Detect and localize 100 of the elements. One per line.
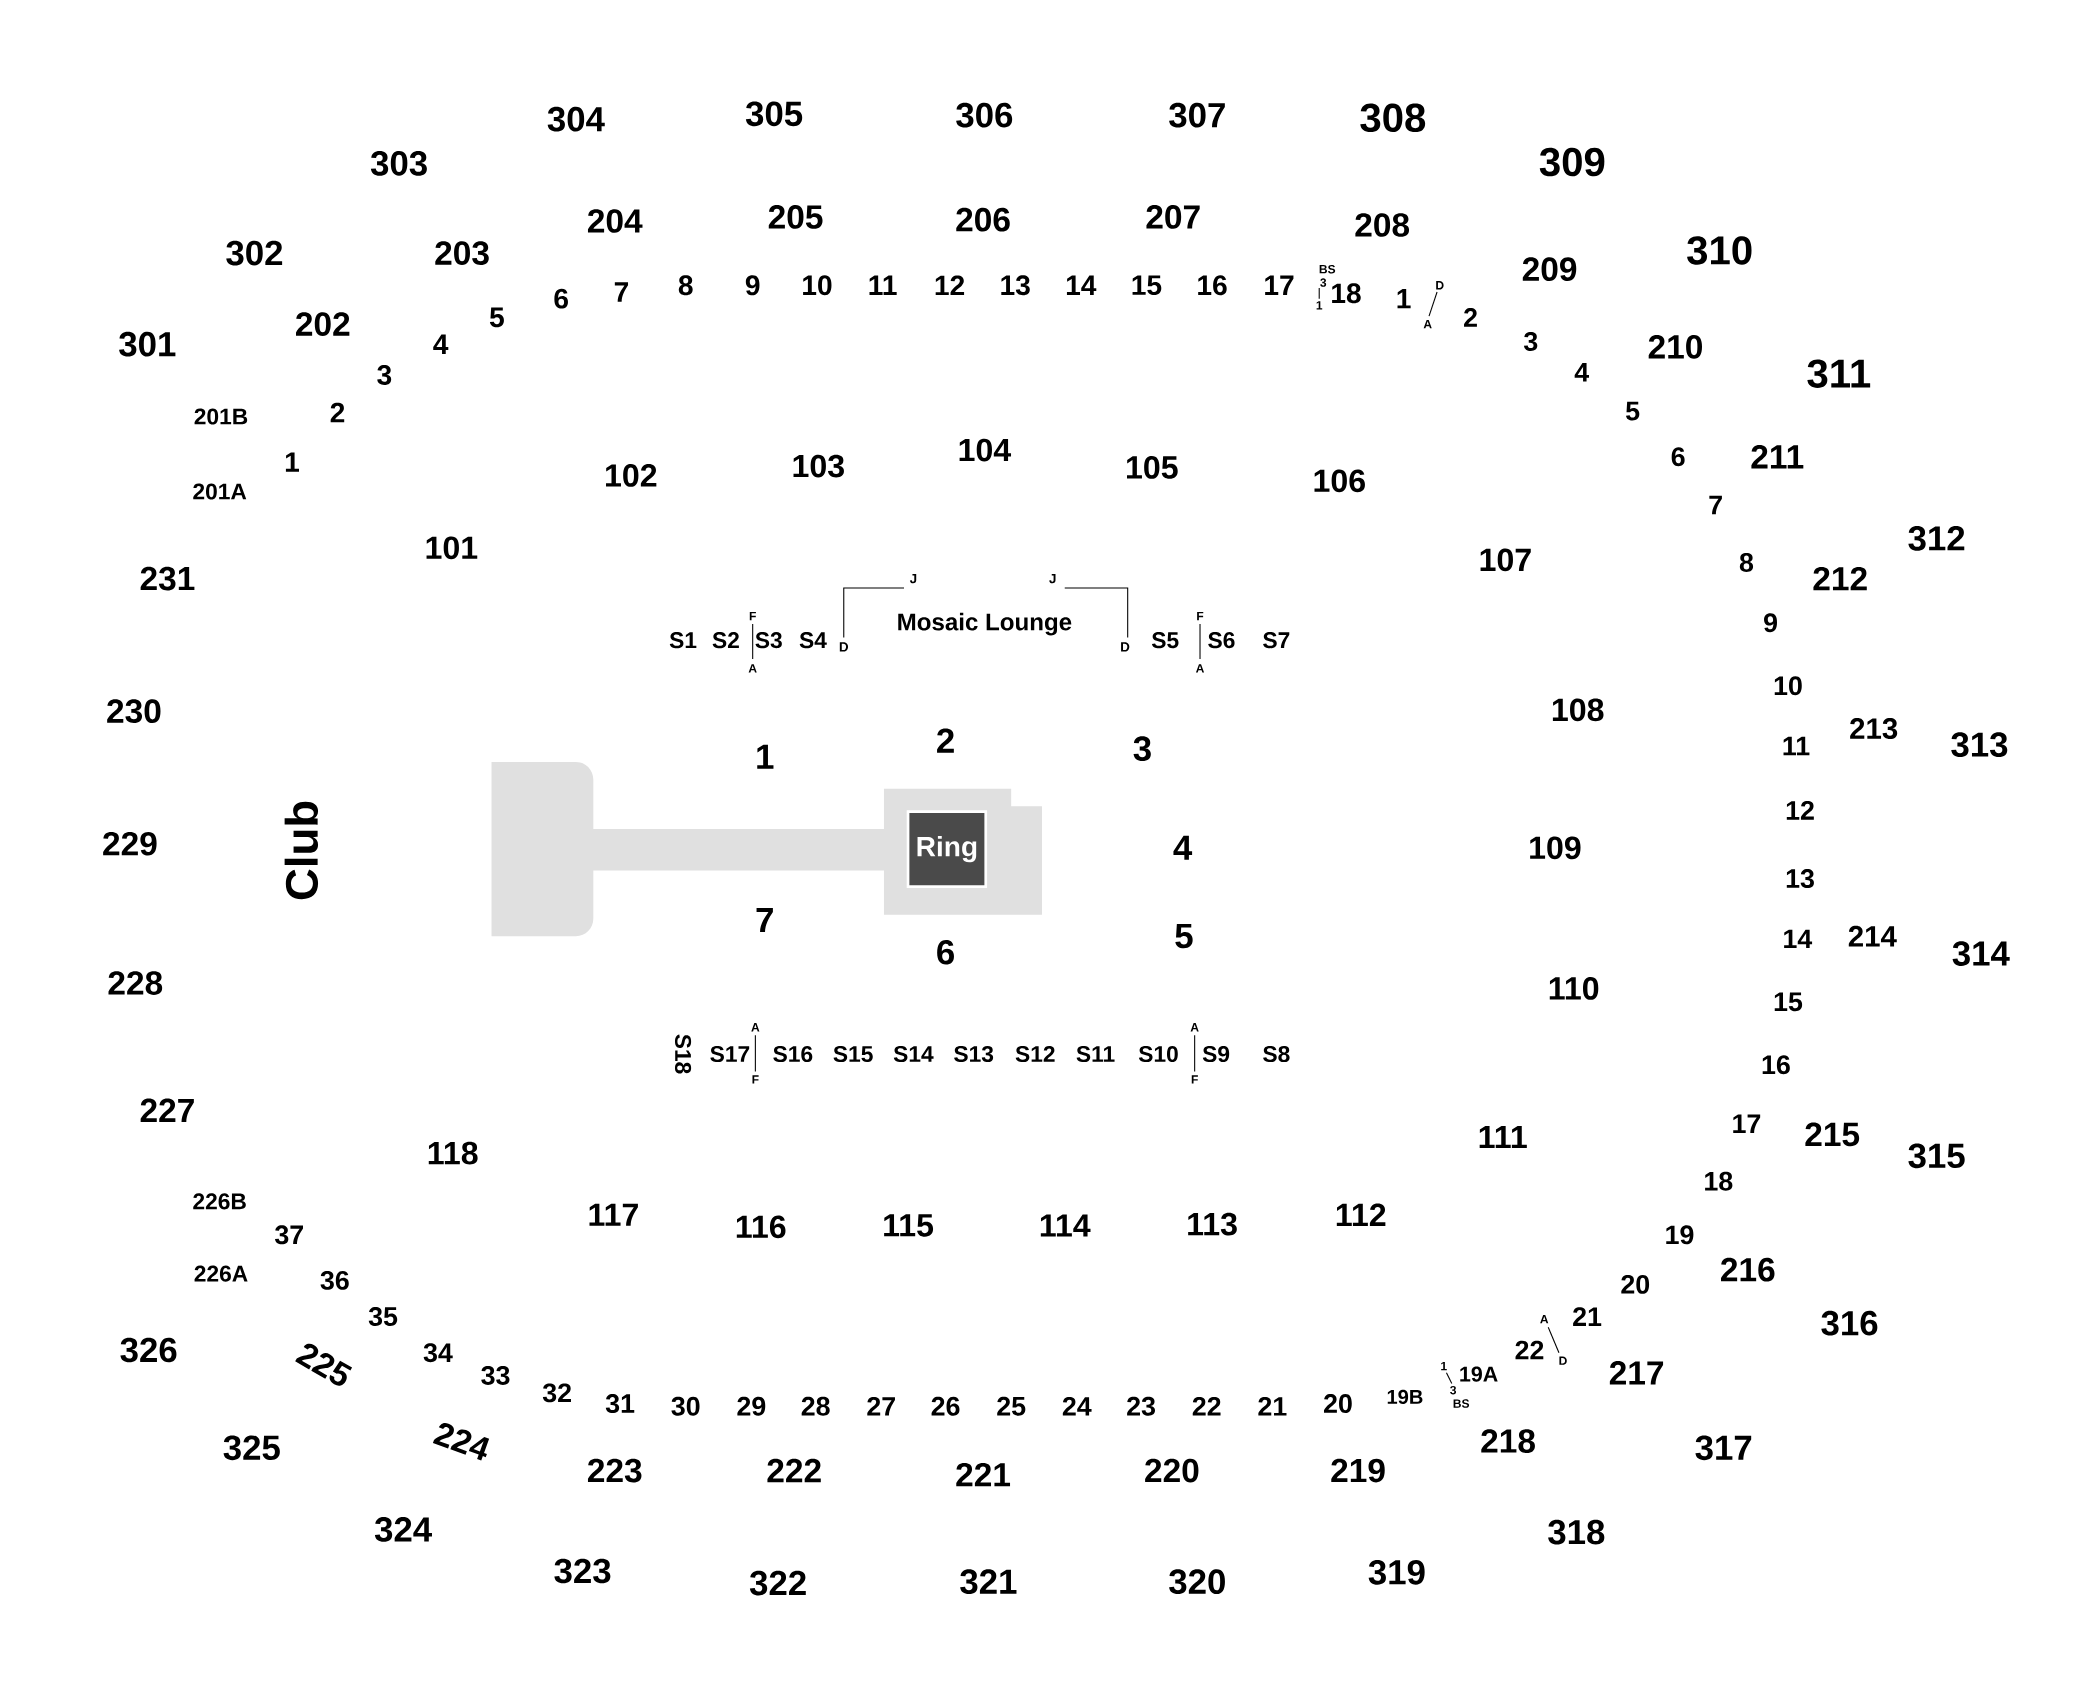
section-number: 231 <box>140 566 195 591</box>
row-number: 18 <box>1332 283 1361 304</box>
section-number: 108 <box>1552 698 1604 722</box>
row-letter: F <box>1191 1075 1198 1084</box>
section-number: 103 <box>793 454 844 478</box>
row-number: 19A <box>1460 1366 1498 1382</box>
section-number: 324 <box>374 1517 432 1543</box>
row-number: 21 <box>1258 1397 1287 1416</box>
row-number: 10 <box>1774 676 1802 696</box>
row-number: 17 <box>1265 275 1294 296</box>
row-letter: D <box>839 642 849 652</box>
section-number: 112 <box>1336 1203 1386 1227</box>
suite-number: S9 <box>1202 1046 1230 1063</box>
section-number: 113 <box>1188 1212 1237 1236</box>
section-number: 222 <box>767 1459 821 1483</box>
row-number: 2 <box>1464 308 1477 327</box>
row-letter: A <box>1190 1023 1199 1032</box>
row-number: 8 <box>678 275 693 296</box>
section-number: 301 <box>119 332 176 357</box>
row-number: 16 <box>1762 1055 1790 1075</box>
section-number: 322 <box>749 1570 806 1596</box>
section-number: 105 <box>1127 456 1178 479</box>
row-number: 22 <box>1192 1397 1221 1416</box>
section-number: 208 <box>1355 213 1410 238</box>
section-number: 114 <box>1040 1214 1091 1237</box>
section-number: 217 <box>1609 1361 1664 1385</box>
area-label: Mosaic Lounge <box>898 613 1072 636</box>
suite-number: S11 <box>1076 1046 1115 1063</box>
suite-number: S2 <box>712 632 739 649</box>
section-number: 326 <box>120 1337 177 1363</box>
suite-number: S14 <box>893 1046 934 1063</box>
section-number: 210 <box>1648 335 1702 359</box>
section-number: 225 <box>295 1343 353 1386</box>
row-number: 19 <box>1666 1225 1694 1245</box>
suite-number: S7 <box>1263 632 1290 649</box>
row-number: 35 <box>368 1307 398 1327</box>
row-number: 12 <box>935 275 965 296</box>
row-number: 12 <box>1786 801 1814 820</box>
suite-number: S6 <box>1208 632 1235 649</box>
section-number: 318 <box>1548 1520 1605 1545</box>
section-number: 7 <box>756 908 773 933</box>
section-number: 227 <box>140 1098 194 1123</box>
section-number: 215 <box>1805 1122 1860 1147</box>
area-label: Club <box>284 801 319 900</box>
row-letter: A <box>1423 320 1432 329</box>
section-number: 230 <box>107 699 161 724</box>
row-letter: 1 <box>1441 1362 1447 1371</box>
section-number: 104 <box>959 438 1011 462</box>
row-number: 6 <box>554 288 568 309</box>
section-number: 226B <box>193 1193 246 1210</box>
row-number: 7 <box>614 282 629 302</box>
row-number: 4 <box>433 334 449 355</box>
suite-number: S10 <box>1138 1046 1178 1063</box>
row-number: 11 <box>869 275 897 296</box>
row-number: 10 <box>803 275 832 296</box>
row-number: 15 <box>1774 992 1803 1012</box>
section-number: 316 <box>1821 1311 1878 1336</box>
section-number: 224 <box>432 1423 490 1461</box>
row-number: 7 <box>1709 495 1722 515</box>
section-number: 205 <box>768 205 823 230</box>
row-number: 13 <box>1786 869 1814 889</box>
suite-number: S18 <box>675 1034 692 1074</box>
section-number: 312 <box>1908 526 1965 551</box>
row-number: 36 <box>320 1271 349 1291</box>
section-number: 321 <box>960 1569 1017 1595</box>
row-number: 14 <box>1784 929 1813 949</box>
row-letter: D <box>1559 1356 1567 1366</box>
section-number: 118 <box>428 1142 478 1165</box>
row-number: 3 <box>1524 332 1538 352</box>
section-number: 317 <box>1695 1435 1752 1461</box>
row-number: 2 <box>330 402 345 423</box>
row-number: 5 <box>1626 402 1640 421</box>
row-number: 13 <box>1001 275 1030 296</box>
section-number: 207 <box>1146 205 1200 230</box>
section-number: 116 <box>736 1215 786 1239</box>
section-number: 320 <box>1169 1569 1225 1595</box>
section-number: 308 <box>1360 103 1426 133</box>
section-number: 305 <box>745 101 803 127</box>
section-number: 201B <box>194 408 248 425</box>
section-number: 213 <box>1850 718 1898 740</box>
row-number: 32 <box>542 1383 571 1403</box>
row-number: 9 <box>745 275 760 296</box>
section-number: 218 <box>1481 1429 1535 1454</box>
row-number: 24 <box>1062 1397 1092 1416</box>
row-letter: F <box>1197 612 1204 621</box>
section-number: 226A <box>194 1265 248 1282</box>
section-number: 201A <box>193 483 247 500</box>
row-number: 29 <box>737 1397 766 1416</box>
row-number: 5 <box>489 307 504 328</box>
row-letter: J <box>1049 574 1056 584</box>
row-number: 22 <box>1515 1340 1544 1360</box>
row-number: 25 <box>997 1397 1026 1416</box>
row-number: 8 <box>1739 553 1754 573</box>
suite-number: S5 <box>1151 632 1179 649</box>
section-number: 202 <box>296 312 350 337</box>
row-letter: A <box>751 1023 760 1032</box>
row-letter: J <box>909 574 917 584</box>
section-number: 311 <box>1807 359 1871 389</box>
row-number: 4 <box>1574 363 1589 382</box>
section-number: 106 <box>1314 469 1365 493</box>
